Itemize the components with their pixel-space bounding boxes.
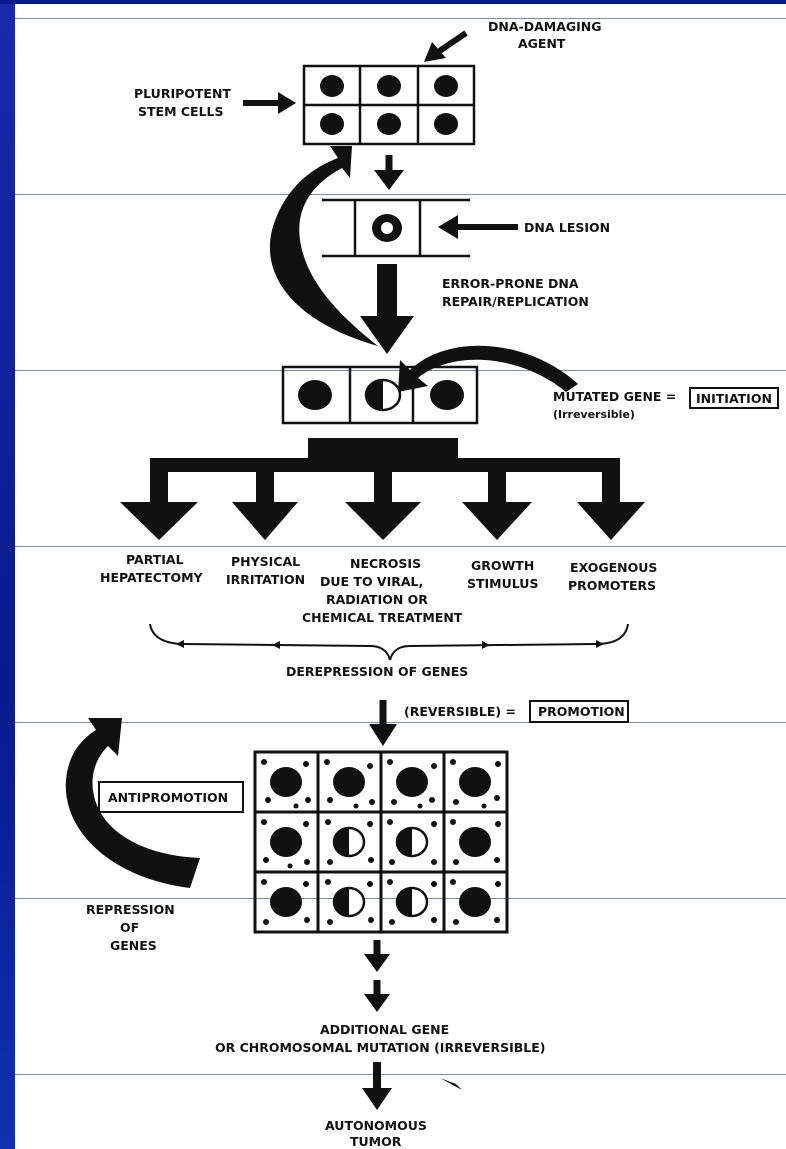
mutated-cell-row (281, 365, 479, 425)
rule-line (15, 722, 786, 723)
mutation-arrow (398, 345, 578, 392)
autonomous-tumor-label: TUMOR (350, 1134, 402, 1149)
down-arrow (364, 980, 390, 1012)
antipromotion-arrow (65, 718, 200, 888)
half-mutated-nuclei (332, 826, 429, 918)
repression-label: REPRESSION (86, 902, 175, 917)
exogenous-promoters-label: EXOGENOUS (570, 560, 657, 575)
slide-left-border (0, 0, 15, 1149)
repair-return-arrow (269, 146, 378, 346)
promotion-arrow (369, 700, 397, 746)
derepression-brace (149, 623, 629, 661)
growth-stimulus-label: STIMULUS (467, 576, 538, 591)
lesion-cell-row (322, 198, 470, 258)
pluripotent-stem-cells-label: PLURIPOTENT (134, 86, 231, 101)
promotion-label: PROMOTION (538, 704, 625, 719)
promoted-cell-grid (253, 750, 509, 934)
growth-stimulus-label: GROWTH (471, 558, 534, 573)
antipromotion-label: ANTIPROMOTION (108, 790, 228, 805)
repression-label: GENES (110, 938, 157, 953)
dna-lesion-label: DNA LESION (524, 220, 610, 235)
antipromotion-box (98, 781, 244, 813)
rule-line (15, 194, 786, 195)
promotion-box (529, 700, 629, 723)
lesion-nucleus (372, 214, 402, 242)
down-arrow (374, 155, 404, 190)
autonomous-tumor-label: AUTONOMOUS (325, 1118, 427, 1133)
dna-damaging-agent-label: DNA-DAMAGING (488, 19, 602, 34)
dna-damaging-agent-label: AGENT (518, 36, 566, 51)
brace-ticks (176, 640, 604, 649)
branching-arrows (120, 438, 645, 540)
damaging-agent-arrow (424, 30, 468, 62)
additional-mutation-label: ADDITIONAL GENE (320, 1022, 449, 1037)
physical-irritation-label: IRRITATION (226, 572, 305, 587)
exogenous-promoters-label: PROMOTERS (568, 578, 656, 593)
cytoplasm-dots (261, 759, 501, 925)
necrosis-label: CHEMICAL TREATMENT (302, 610, 463, 625)
reversible-label: (REVERSIBLE) = (404, 704, 516, 719)
rule-line (15, 546, 786, 547)
slide-top-border (0, 0, 786, 4)
necrosis-label: NECROSIS (350, 556, 421, 571)
rule-line (15, 18, 786, 19)
partial-hepatectomy-label: PARTIAL (126, 552, 184, 567)
down-arrow (362, 1062, 392, 1110)
necrosis-label: RADIATION OR (326, 592, 428, 607)
additional-mutation-label: OR CHROMOSOMAL MUTATION (IRREVERSIBLE) (215, 1040, 545, 1055)
derepression-label: DEREPRESSION OF GENES (286, 664, 468, 679)
down-arrow (360, 264, 414, 354)
pluripotent-stem-cells-label: STEM CELLS (138, 104, 224, 119)
mutated-nuclei (298, 378, 464, 412)
stem-cell-grid (302, 64, 476, 146)
error-prone-label: ERROR-PRONE DNA (442, 276, 579, 291)
mutated-gene-label: MUTATED GENE = (553, 389, 676, 404)
promoted-nuclei (270, 767, 491, 917)
stem-cell-nuclei (320, 75, 458, 135)
initiation-label: INITIATION (696, 391, 772, 406)
stem-cells-arrow (243, 92, 296, 114)
dna-lesion-arrow (438, 215, 518, 239)
partial-hepatectomy-label: HEPATECTOMY (100, 570, 204, 585)
stray-mark (440, 1078, 462, 1090)
necrosis-label: DUE TO VIRAL, (320, 574, 423, 589)
physical-irritation-label: PHYSICAL (231, 554, 300, 569)
down-arrow (364, 940, 390, 972)
rule-line (15, 1074, 786, 1075)
error-prone-label: REPAIR/REPLICATION (442, 294, 589, 309)
repression-label: OF (120, 920, 139, 935)
initiation-box (689, 387, 779, 409)
irreversible-label: (Irreversible) (553, 408, 635, 421)
